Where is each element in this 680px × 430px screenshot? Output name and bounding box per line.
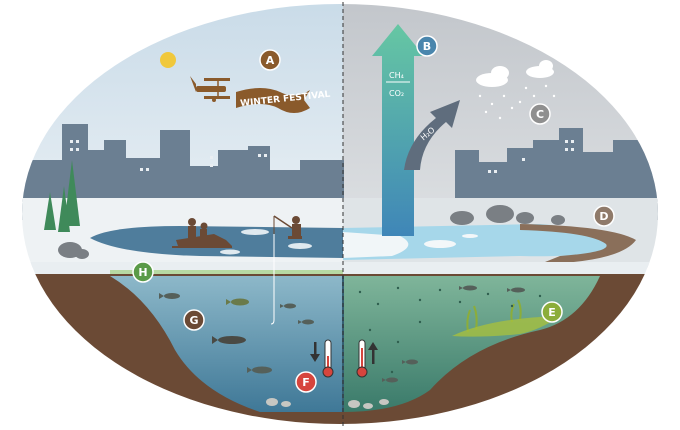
co2-label: CO₂: [389, 89, 404, 98]
marker-circle: [183, 309, 205, 331]
biplane-icon: [190, 76, 230, 102]
marker-letter: E: [548, 306, 556, 319]
ice-floes: [220, 229, 312, 255]
ice-fisher-icon: [273, 215, 302, 239]
cloud-icon: [476, 60, 554, 87]
marker-letter: D: [599, 210, 608, 223]
sun-icon: [160, 52, 176, 68]
muddy-shore: [520, 224, 636, 264]
lake-water-warm: [343, 276, 600, 412]
ice-floes-right: [424, 234, 478, 248]
marker-circle: [593, 205, 615, 227]
fish: [159, 285, 525, 383]
marker-a: A: [259, 49, 281, 71]
marker-letter: C: [536, 108, 544, 121]
marker-circle: [529, 103, 551, 125]
marker-letter: A: [266, 54, 275, 67]
marker-b: B: [416, 35, 438, 57]
marker-circle: [416, 35, 438, 57]
slush: [343, 232, 409, 258]
down-arrow-icon: [310, 342, 320, 362]
marker-h: H: [132, 261, 154, 283]
ch4-label: CH₄: [389, 71, 404, 80]
marker-circle: [132, 261, 154, 283]
marker-e: E: [541, 301, 563, 323]
lakebed-rocks: [266, 398, 389, 409]
marker-letter: B: [423, 40, 431, 53]
marker-d: D: [593, 205, 615, 227]
marker-circle: [541, 301, 563, 323]
thermometer-warm-icon: [356, 339, 368, 378]
thermometer-cold-icon: [322, 339, 334, 378]
lake-divider-dark: [342, 276, 344, 412]
letter-markers: A B C D E F G H: [132, 35, 615, 393]
winter-festival-banner: [236, 88, 310, 113]
marker-letter: H: [138, 266, 147, 279]
snowmobile-icon: [172, 218, 232, 248]
lake-water-cold: [110, 276, 343, 412]
marker-letter: G: [189, 314, 198, 327]
marker-f: F: [295, 371, 317, 393]
snow-algae-layer: [110, 270, 343, 276]
greenhouse-gas-arrow: CH₄ CO₂: [372, 24, 424, 236]
marker-letter: F: [302, 376, 310, 389]
marker-circle: [295, 371, 317, 393]
building-windows: [70, 140, 574, 173]
snowfall: [478, 84, 556, 120]
marker-g: G: [183, 309, 205, 331]
marker-c: C: [529, 103, 551, 125]
pine-trees: [44, 160, 80, 232]
rocks: [58, 205, 565, 259]
up-arrow-icon: [368, 342, 378, 364]
marker-circle: [259, 49, 281, 71]
